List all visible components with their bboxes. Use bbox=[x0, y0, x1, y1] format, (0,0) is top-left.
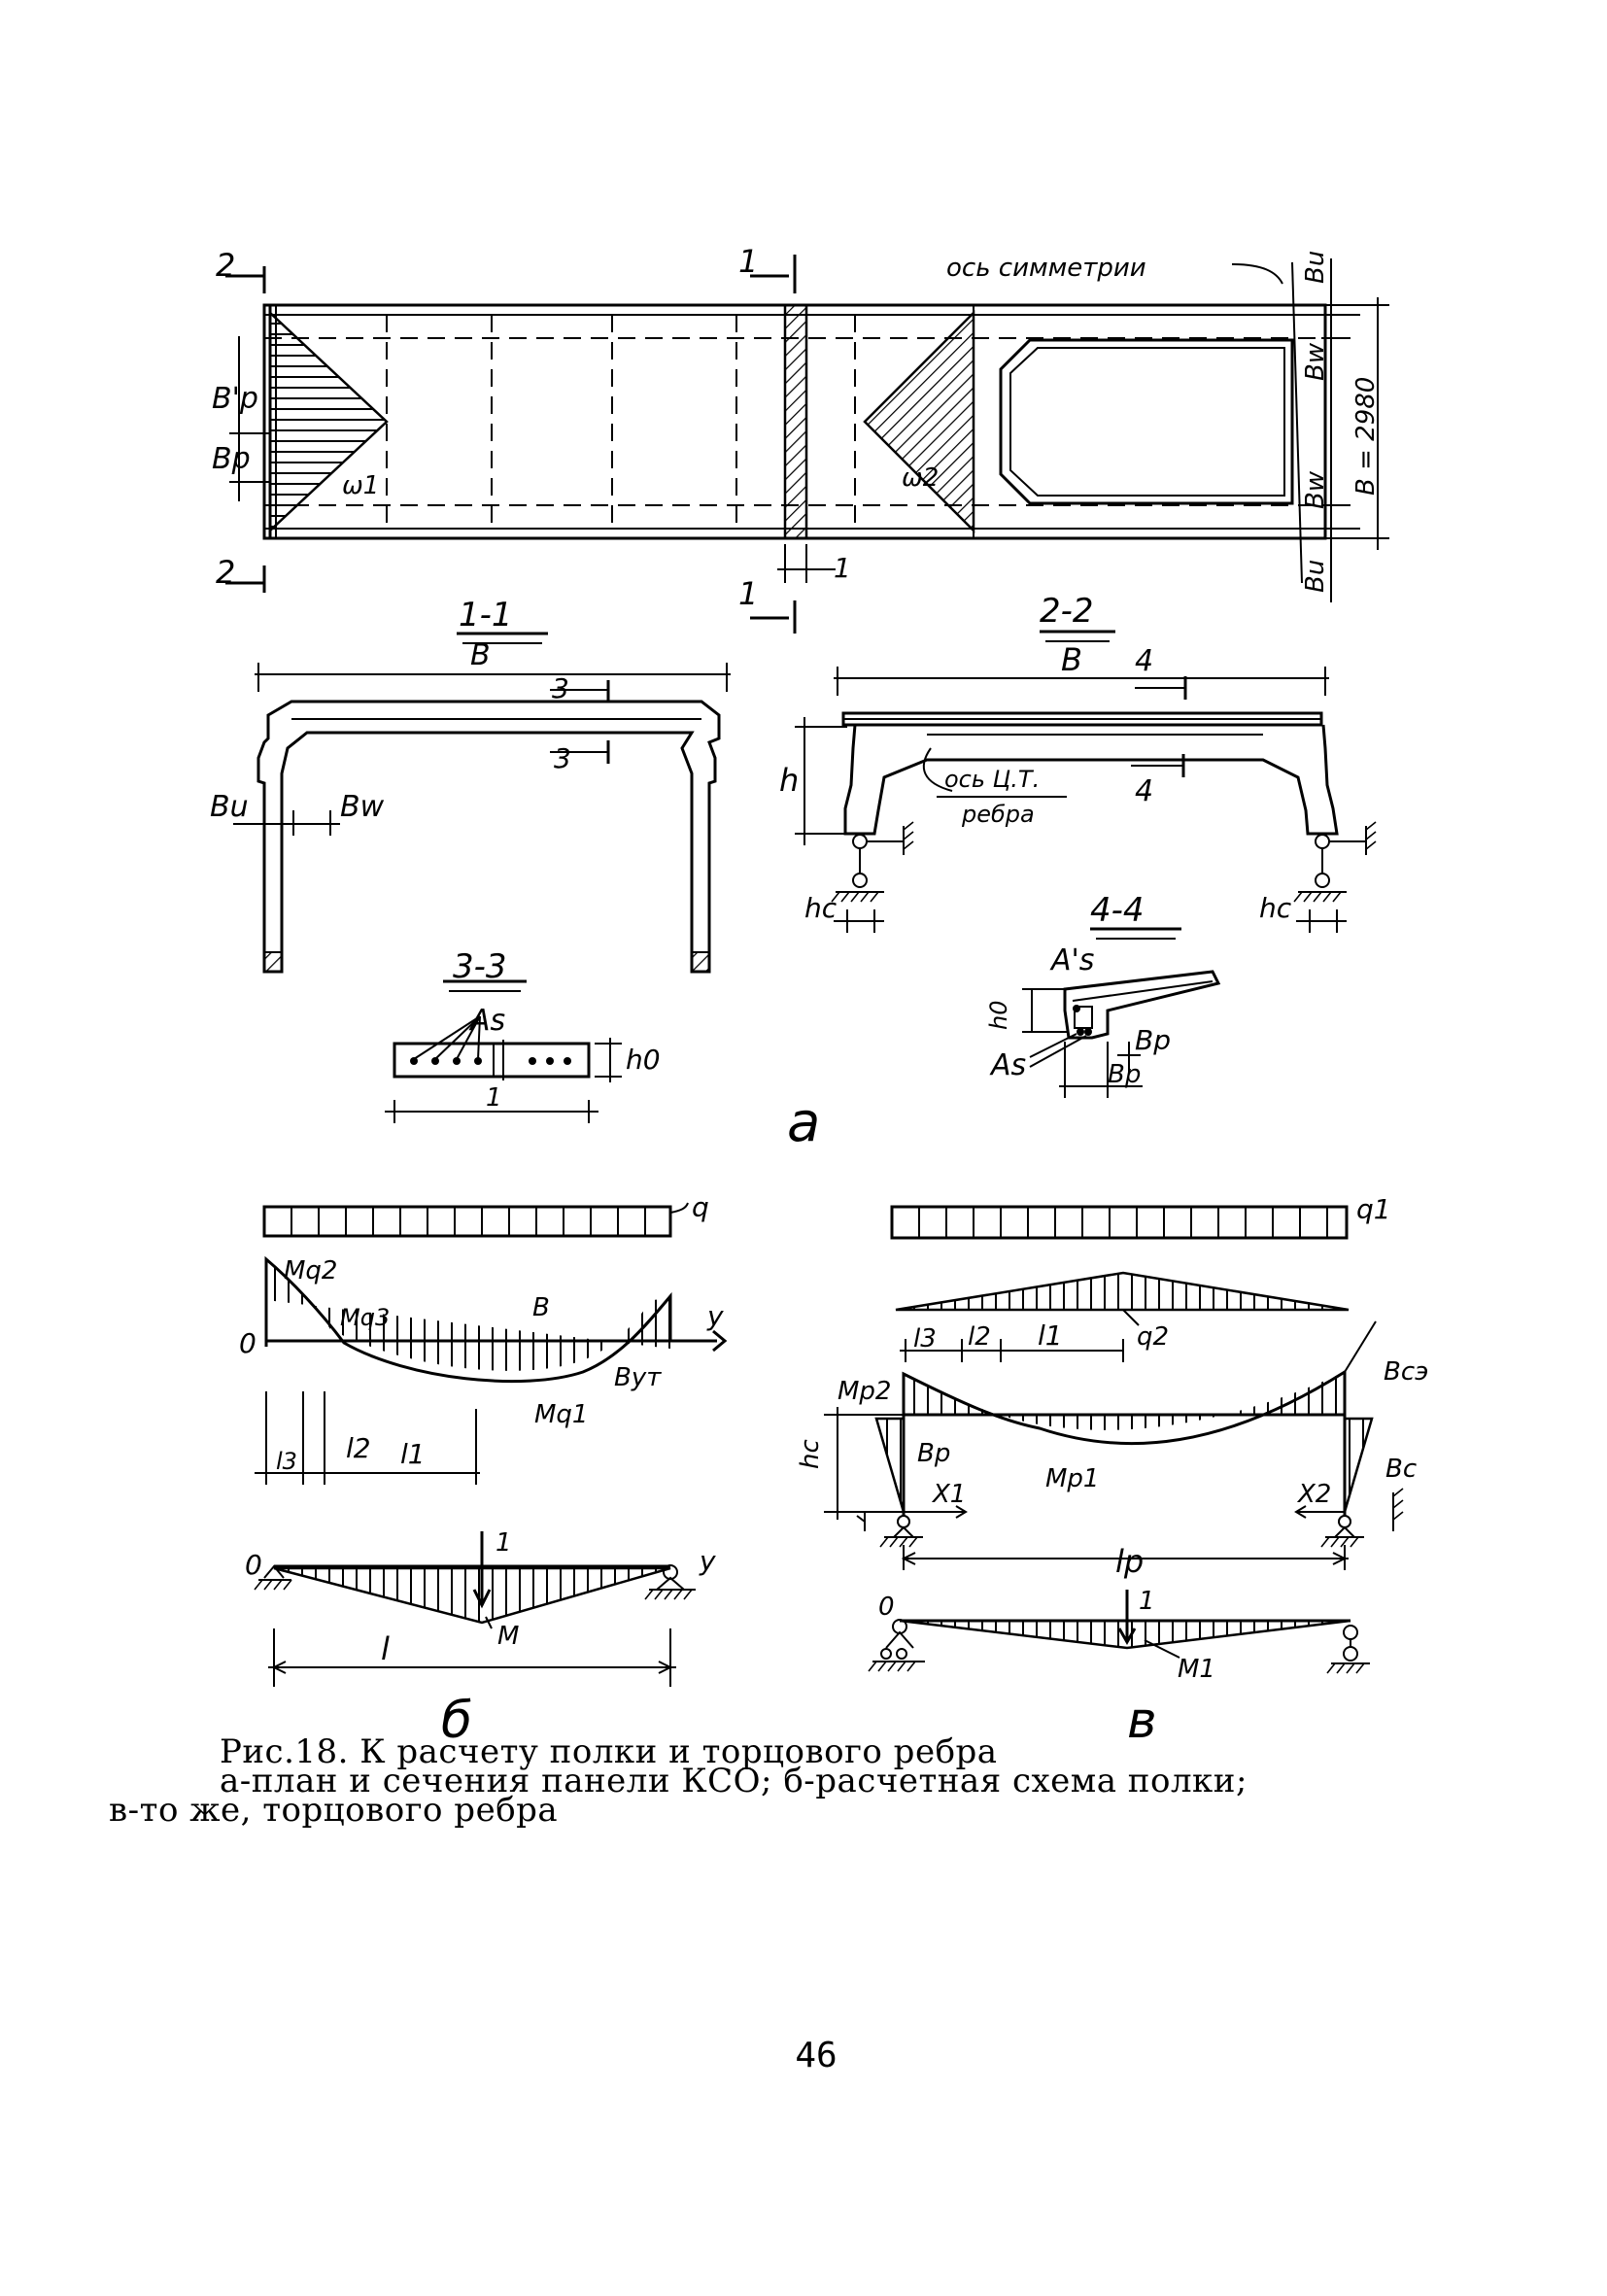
label-v-bc-e: Bcэ bbox=[1384, 1357, 1428, 1387]
section-4-4 bbox=[1022, 927, 1221, 1098]
label-b-o2: 0 bbox=[245, 1549, 262, 1581]
label-bw-bottom: Bw bbox=[1301, 470, 1330, 509]
label-v-m1: M1 bbox=[1178, 1655, 1215, 1684]
label-b-l1: l1 bbox=[400, 1438, 426, 1470]
caption-line-3: в-то же, торцового ребра bbox=[109, 1791, 559, 1830]
section-1-1 bbox=[233, 632, 731, 974]
label-4-4-h0: h0 bbox=[985, 1001, 1012, 1030]
label-v-mp1: Mp1 bbox=[1045, 1464, 1099, 1493]
label-b-q: q bbox=[692, 1191, 709, 1223]
label-v-bp: Bp bbox=[917, 1439, 950, 1468]
label-v-q2: q2 bbox=[1137, 1322, 1169, 1352]
label-b-y: y bbox=[706, 1300, 724, 1332]
label-v-q1: q1 bbox=[1356, 1193, 1391, 1225]
label-3-3-as: As bbox=[468, 1004, 505, 1038]
label-b-mq3: Mq3 bbox=[340, 1304, 390, 1331]
section-2-2 bbox=[795, 630, 1377, 933]
label-b-m: M bbox=[497, 1622, 519, 1651]
section-3-3 bbox=[385, 979, 622, 1123]
label-omega2: ω2 bbox=[902, 463, 939, 493]
part-v-label: в bbox=[1127, 1692, 1157, 1750]
labels: 2 2 1 1 1 ось симметрии B'p Bp ω1 ω2 Bu … bbox=[210, 243, 1428, 1750]
label-section-1-top: 1 bbox=[738, 243, 758, 280]
label-omega1: ω1 bbox=[342, 471, 379, 500]
label-1-1-bw: Bw bbox=[340, 790, 385, 824]
label-cut-4-top: 4 bbox=[1135, 644, 1153, 678]
label-4-4-bp-lower: Bp bbox=[1108, 1060, 1141, 1089]
label-4-4-as: As bbox=[989, 1048, 1026, 1082]
label-axis-1: ось Ц.Т. bbox=[944, 766, 1040, 793]
label-v-l1: l1 bbox=[1038, 1319, 1063, 1352]
label-total-width: B = 2980 bbox=[1351, 377, 1381, 496]
label-1-1-b: B bbox=[470, 638, 491, 672]
label-b-y2: y bbox=[699, 1545, 716, 1577]
label-bu-bottom: Bu bbox=[1301, 560, 1330, 593]
plan-view bbox=[225, 255, 1389, 634]
label-hc-right: hc bbox=[1259, 892, 1292, 924]
label-b-mq2: Mq2 bbox=[284, 1256, 337, 1285]
diagram-b bbox=[254, 1202, 728, 1687]
label-v-x2: X2 bbox=[1296, 1480, 1331, 1509]
label-b-one: 1 bbox=[496, 1528, 512, 1558]
symmetry-axis-label: ось симметрии bbox=[946, 254, 1146, 283]
label-1-1-bu: Bu bbox=[210, 790, 249, 824]
label-b-mq1: Mq1 bbox=[534, 1400, 588, 1429]
caption-line-1: Рис.18. К расчету полки и торцового ребр… bbox=[220, 1732, 998, 1771]
label-v-hc: hc bbox=[796, 1439, 825, 1469]
label-b-l3: l3 bbox=[276, 1448, 297, 1475]
label-b-l2: l2 bbox=[346, 1432, 371, 1464]
label-v-one: 1 bbox=[1139, 1587, 1155, 1616]
label-section-2-top: 2 bbox=[216, 247, 235, 284]
omega2-area bbox=[863, 309, 975, 534]
page-number: 46 bbox=[795, 2036, 838, 2075]
label-b-but: Byт bbox=[614, 1363, 662, 1392]
label-b-o: 0 bbox=[239, 1327, 256, 1359]
label-3-3-one: 1 bbox=[486, 1083, 502, 1113]
label-cut-3-top: 3 bbox=[552, 672, 569, 704]
label-v-l3: l3 bbox=[913, 1324, 937, 1354]
label-cut-4-bottom: 4 bbox=[1135, 774, 1153, 808]
label-4-4-bp: Bp bbox=[1135, 1024, 1171, 1056]
label-b-b: B bbox=[532, 1293, 550, 1322]
diagram-v bbox=[824, 1205, 1404, 1674]
label-axis-2: ребра bbox=[961, 801, 1035, 828]
label-v-l2: l2 bbox=[968, 1322, 991, 1352]
part-b-label: б bbox=[441, 1692, 472, 1750]
label-section-1-right: 1 bbox=[834, 552, 851, 584]
caption-line-2: а-план и сечения панели КСО; б-расчетная… bbox=[220, 1762, 1248, 1800]
label-3-3-h0: h0 bbox=[626, 1044, 661, 1076]
section-2-2-title: 2-2 bbox=[1040, 592, 1094, 631]
label-hc-left: hc bbox=[804, 892, 838, 924]
section-4-4-title: 4-4 bbox=[1090, 891, 1145, 930]
section-3-3-title: 3-3 bbox=[453, 947, 507, 986]
label-v-o: 0 bbox=[878, 1593, 895, 1622]
label-bp: Bp bbox=[212, 442, 251, 476]
part-a-label: a bbox=[787, 1091, 820, 1154]
label-v-bc: Bc bbox=[1385, 1455, 1417, 1484]
label-cut-3-bottom: 3 bbox=[554, 742, 571, 774]
label-4-4-as-prime: A's bbox=[1049, 943, 1094, 977]
label-bw-top: Bw bbox=[1301, 342, 1330, 381]
figure-caption: Рис.18. К расчету полки и торцового ребр… bbox=[109, 1732, 1508, 1830]
label-v-mp2: Mp2 bbox=[838, 1377, 891, 1406]
label-section-2-bottom: 2 bbox=[216, 554, 235, 591]
label-2-2-h: h bbox=[779, 762, 799, 799]
label-section-1-bottom: 1 bbox=[738, 575, 758, 612]
label-b-l: l bbox=[381, 1630, 390, 1667]
section-1-1-title: 1-1 bbox=[459, 596, 513, 634]
label-bp-prime: B'p bbox=[212, 382, 258, 416]
label-v-x1: X1 bbox=[931, 1480, 966, 1509]
label-bu-top: Bu bbox=[1301, 251, 1330, 284]
label-2-2-b: B bbox=[1061, 641, 1082, 678]
label-v-lp: lp bbox=[1115, 1543, 1144, 1580]
